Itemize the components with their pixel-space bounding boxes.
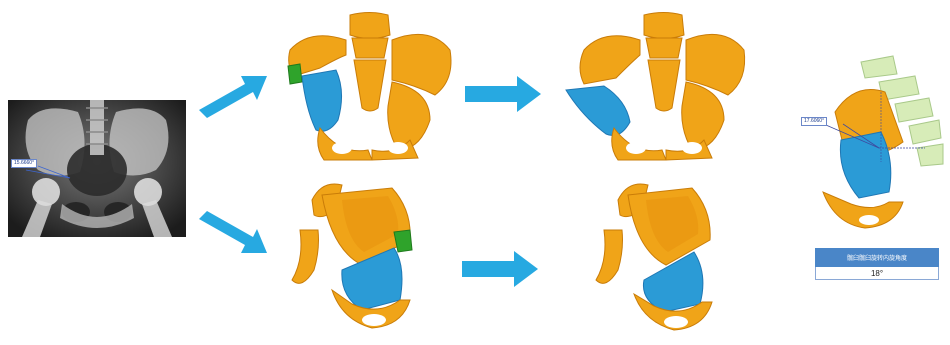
- measurement-pelvis-3d: [815, 52, 945, 242]
- rotation-angle-value: 18°: [816, 267, 939, 280]
- postop-pelvis-lateral-3d: [588, 170, 728, 340]
- postop-pelvis-front-3d: [560, 10, 750, 165]
- preop-pelvis-front-3d: [280, 10, 460, 165]
- rotation-angle-header: 髋臼髋臼旋转内旋角度: [816, 249, 939, 267]
- arrow-right-bottom: [462, 251, 542, 287]
- measurement-angle-label: 17.6060°: [801, 117, 827, 126]
- arrow-right-top: [465, 76, 545, 112]
- pelvis-xray-image: 15.6660°: [8, 100, 186, 237]
- arrow-up-right: [195, 66, 275, 126]
- rotation-angle-table: 髋臼髋臼旋转内旋角度 18°: [815, 248, 939, 280]
- xray-angle-label: 15.6660°: [11, 159, 37, 168]
- preop-pelvis-lateral-3d: [282, 170, 432, 340]
- arrow-down-right: [195, 205, 275, 265]
